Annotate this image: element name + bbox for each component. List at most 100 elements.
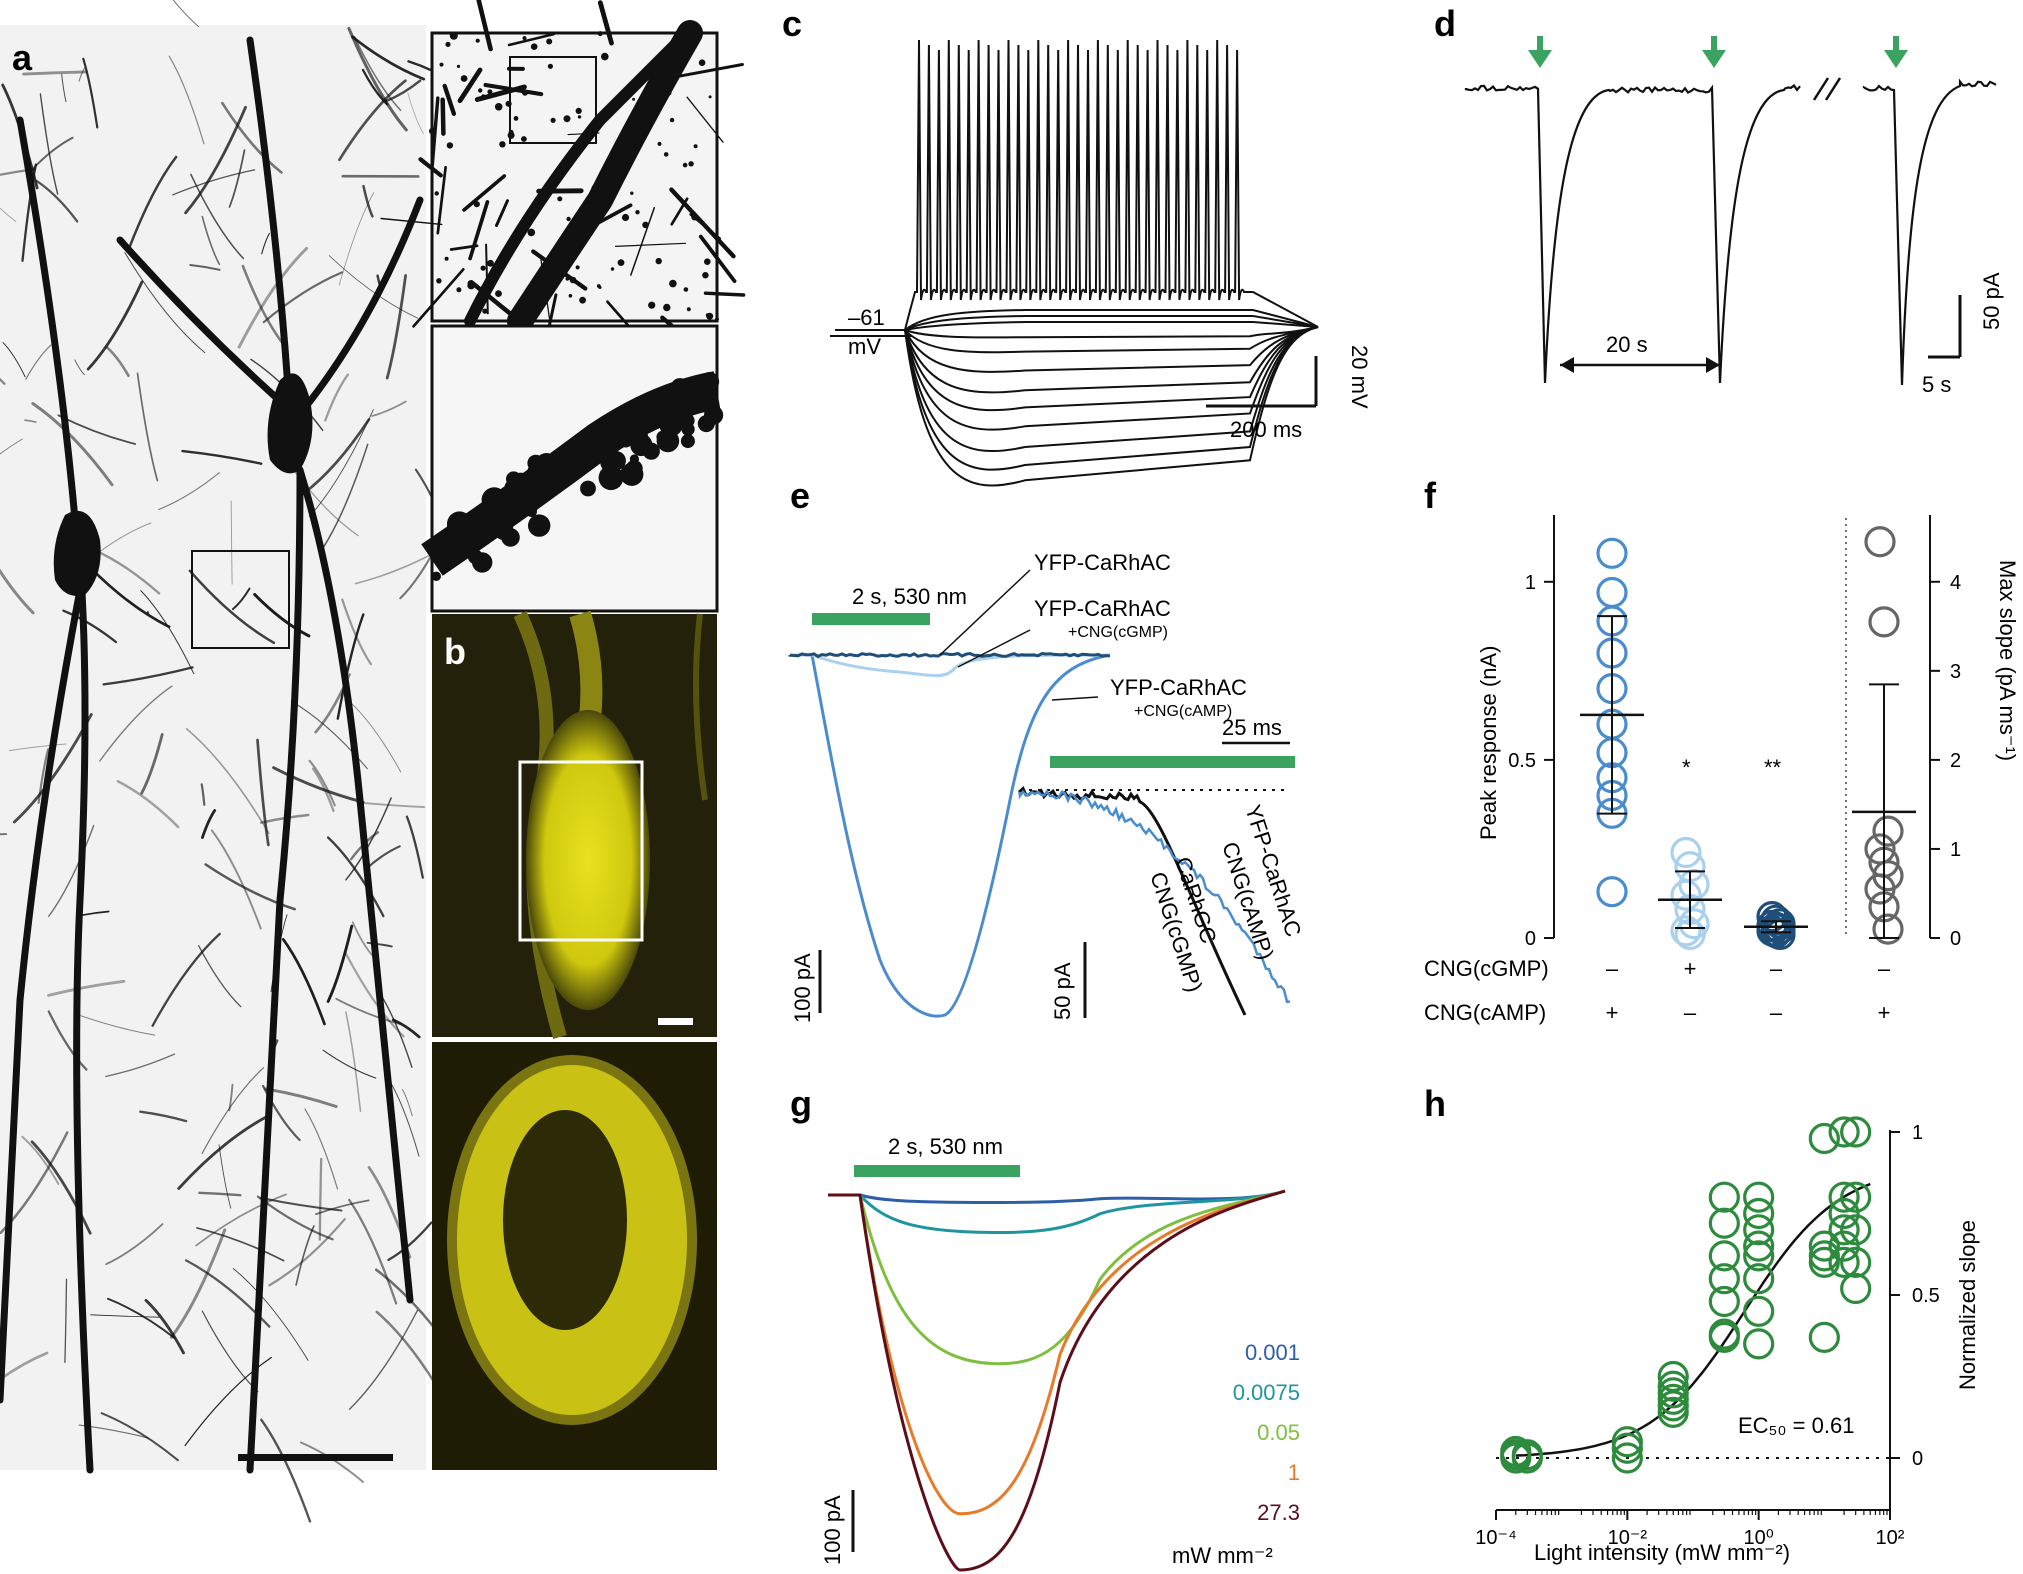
h-ec50: EC₅₀ = 0.61: [1738, 1413, 1854, 1438]
spine: [580, 480, 596, 497]
neurite: [442, 83, 457, 116]
spine: [621, 213, 630, 222]
voltage-trace: [835, 326, 1319, 453]
neurite: [308, 759, 336, 807]
dendrite: [507, 20, 703, 334]
g-scale-i-label: 100 pA: [820, 1495, 845, 1565]
panel-d: d 20 s 50 pA 5 s: [1434, 3, 2004, 397]
neurite: [12, 713, 93, 824]
spine: [649, 109, 657, 117]
e-stim-label: 2 s, 530 nm: [852, 584, 967, 609]
h-xlabel: Light intensity (mW mm⁻²): [1534, 1540, 1790, 1565]
neurite: [39, 93, 59, 195]
h-xtick-label: 10⁻⁴: [1475, 1527, 1516, 1549]
spine: [680, 413, 695, 428]
f-data-point: [1864, 526, 1896, 558]
voltage-trace: [835, 326, 1319, 339]
panel-a-zoom-top: [380, 0, 746, 357]
neurite: [259, 1196, 343, 1212]
h-data-point: [1708, 1181, 1740, 1213]
spike-trace: [904, 39, 1319, 331]
spine: [608, 154, 613, 159]
neurite: [140, 733, 164, 795]
neurite: [136, 372, 159, 482]
f-data-point: [1868, 606, 1900, 638]
neurite: [190, 173, 245, 260]
panel-e: e 2 s, 530 nm YFP-CaRhAC YFP-CaRhAC +CNG…: [788, 475, 1306, 1023]
h-data-point: [1743, 1263, 1775, 1295]
neurite: [270, 914, 288, 992]
neurite: [189, 264, 221, 271]
neurite: [30, 1140, 92, 1235]
spine: [495, 290, 502, 297]
spine: [669, 279, 677, 288]
panel-c: c –61 mV 20 mV 200 ms: [782, 3, 1372, 487]
e-label-3-sub: +CNG(cAMP): [1134, 703, 1232, 720]
neurite: [78, 1424, 150, 1439]
neurite: [31, 402, 114, 487]
g-legend-entry: 0.05: [1257, 1420, 1300, 1445]
f-data-point: [1596, 537, 1628, 569]
f-y2tick-label: 2: [1950, 750, 1961, 772]
spine: [661, 89, 666, 94]
spine: [444, 256, 449, 261]
spine: [535, 453, 558, 476]
neurite: [100, 1412, 179, 1462]
neurite: [670, 197, 689, 226]
neurite: [0, 207, 17, 222]
c-rest-value: –61: [848, 305, 885, 330]
spine: [625, 460, 643, 477]
voltage-trace: [835, 326, 1319, 487]
neurite: [289, 632, 298, 742]
h-data-point: [1657, 1370, 1689, 1402]
neurite: [353, 35, 402, 112]
h-data-point: [1708, 1207, 1740, 1239]
neurite: [485, 243, 489, 315]
h-data-point: [1840, 1246, 1872, 1279]
panel-label-d: d: [1434, 3, 1456, 44]
spine: [474, 508, 492, 525]
neurite: [158, 472, 220, 511]
spine: [526, 506, 537, 517]
h-data-point: [1743, 1197, 1775, 1230]
neurite: [336, 613, 365, 720]
neurite: [674, 63, 744, 79]
roi-box-a: [191, 550, 290, 649]
spine: [482, 308, 488, 314]
spine: [601, 436, 611, 445]
spine: [480, 265, 486, 271]
spine: [471, 308, 475, 313]
dendrite: [116, 236, 294, 414]
neurite: [335, 997, 401, 1025]
stimulus-arrow-head: [1702, 50, 1726, 68]
g-stim-bar: [854, 1165, 1020, 1177]
h-data-point: [1743, 1328, 1775, 1360]
neurite: [281, 938, 326, 1026]
h-data-point: [1511, 1439, 1543, 1471]
spine: [617, 259, 625, 266]
h-data-point: [1708, 1263, 1740, 1295]
spine: [521, 136, 527, 142]
h-data-point: [1828, 1116, 1860, 1148]
panel-b-image: b: [432, 610, 717, 1039]
panel-label-b: b: [444, 631, 466, 672]
spine: [632, 97, 636, 101]
spine: [456, 64, 461, 68]
h-data-point: [1708, 1240, 1740, 1272]
spine: [634, 79, 639, 84]
scale-bar-a: [238, 1454, 393, 1461]
neurite: [105, 1053, 176, 1078]
spine: [607, 202, 612, 207]
neurite: [384, 79, 422, 103]
voltage-trace: [835, 326, 1319, 354]
h-data-point: [1840, 1116, 1872, 1148]
neurite: [507, 32, 556, 47]
neurite: [253, 593, 311, 638]
h-data-point: [1611, 1442, 1643, 1474]
spine: [467, 549, 483, 564]
g-legend-entry: 0.0075: [1233, 1380, 1300, 1405]
f-row1-cell: –: [1606, 956, 1619, 981]
spine: [467, 281, 476, 290]
spine: [486, 499, 501, 514]
